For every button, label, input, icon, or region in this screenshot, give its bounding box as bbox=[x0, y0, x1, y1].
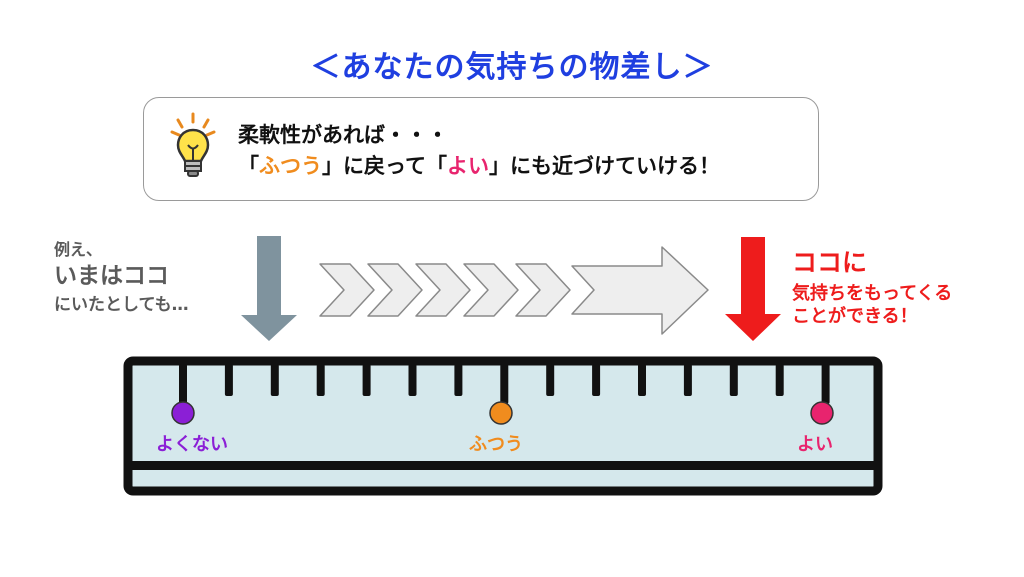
lightbulb-icon bbox=[170, 112, 216, 177]
callout-highlight-normal: ふつう bbox=[259, 154, 322, 178]
left-note-line-2: いまはココ bbox=[54, 263, 169, 289]
page-title: ＜あなたの気持ちの物差し＞ bbox=[310, 50, 714, 85]
ruler-divider bbox=[128, 461, 878, 470]
ruler-tick bbox=[729, 364, 738, 396]
ruler-tick bbox=[638, 364, 646, 396]
marker-label-good: よい bbox=[797, 434, 833, 455]
ruler-tick bbox=[224, 364, 233, 396]
ruler-tick bbox=[592, 364, 601, 396]
chevron-shape bbox=[515, 263, 571, 317]
ruler-tick bbox=[546, 364, 555, 396]
callout-line-2: 「ふつう」に戻って「よい」にも近づけていける！ bbox=[238, 150, 720, 180]
right-note: ココに 気持ちをもってくる ことができる！ bbox=[792, 247, 952, 328]
target-position-arrow bbox=[725, 237, 781, 341]
marker-label-normal: ふつう bbox=[469, 434, 523, 455]
left-note-line-1: 例え、 bbox=[54, 240, 103, 259]
callout-box bbox=[143, 97, 819, 201]
marker-bad bbox=[171, 401, 195, 425]
marker-good bbox=[810, 401, 834, 425]
chevron-shape bbox=[367, 263, 423, 317]
callout-text: 」に戻って「 bbox=[322, 154, 447, 178]
current-position-arrow bbox=[241, 236, 297, 341]
ruler-tick bbox=[454, 364, 463, 396]
chevron-shape bbox=[319, 263, 375, 317]
chevron-shape bbox=[415, 263, 471, 317]
ruler-tick bbox=[362, 364, 371, 396]
ruler-major-tick bbox=[179, 364, 187, 404]
callout-line-1: 柔軟性があれば・・・ bbox=[238, 123, 448, 147]
ruler-tick bbox=[316, 364, 325, 396]
ruler-major-tick bbox=[821, 364, 830, 404]
callout-highlight-good: よい bbox=[446, 154, 489, 178]
chevron-arrow bbox=[571, 246, 709, 335]
right-note-line-3: ことができる！ bbox=[792, 305, 918, 327]
callout-text: 「 bbox=[238, 154, 259, 178]
marker-label-bad: よくない bbox=[156, 434, 228, 455]
left-note: 例え、 いまはココ にいたとしても… bbox=[54, 240, 189, 316]
ruler-tick bbox=[270, 364, 279, 396]
marker-normal bbox=[489, 401, 513, 425]
left-note-line-3: にいたとしても… bbox=[54, 294, 189, 315]
ruler-major-tick bbox=[500, 364, 509, 404]
right-note-line-1: ココに bbox=[792, 248, 868, 277]
right-note-line-2: 気持ちをもってくる bbox=[792, 282, 953, 304]
ruler-tick bbox=[408, 364, 417, 396]
callout-text: 」にも近づけていける！ bbox=[488, 154, 720, 178]
ruler-tick bbox=[775, 364, 784, 396]
ruler-tick bbox=[683, 364, 692, 396]
chevron-shape bbox=[463, 263, 519, 317]
